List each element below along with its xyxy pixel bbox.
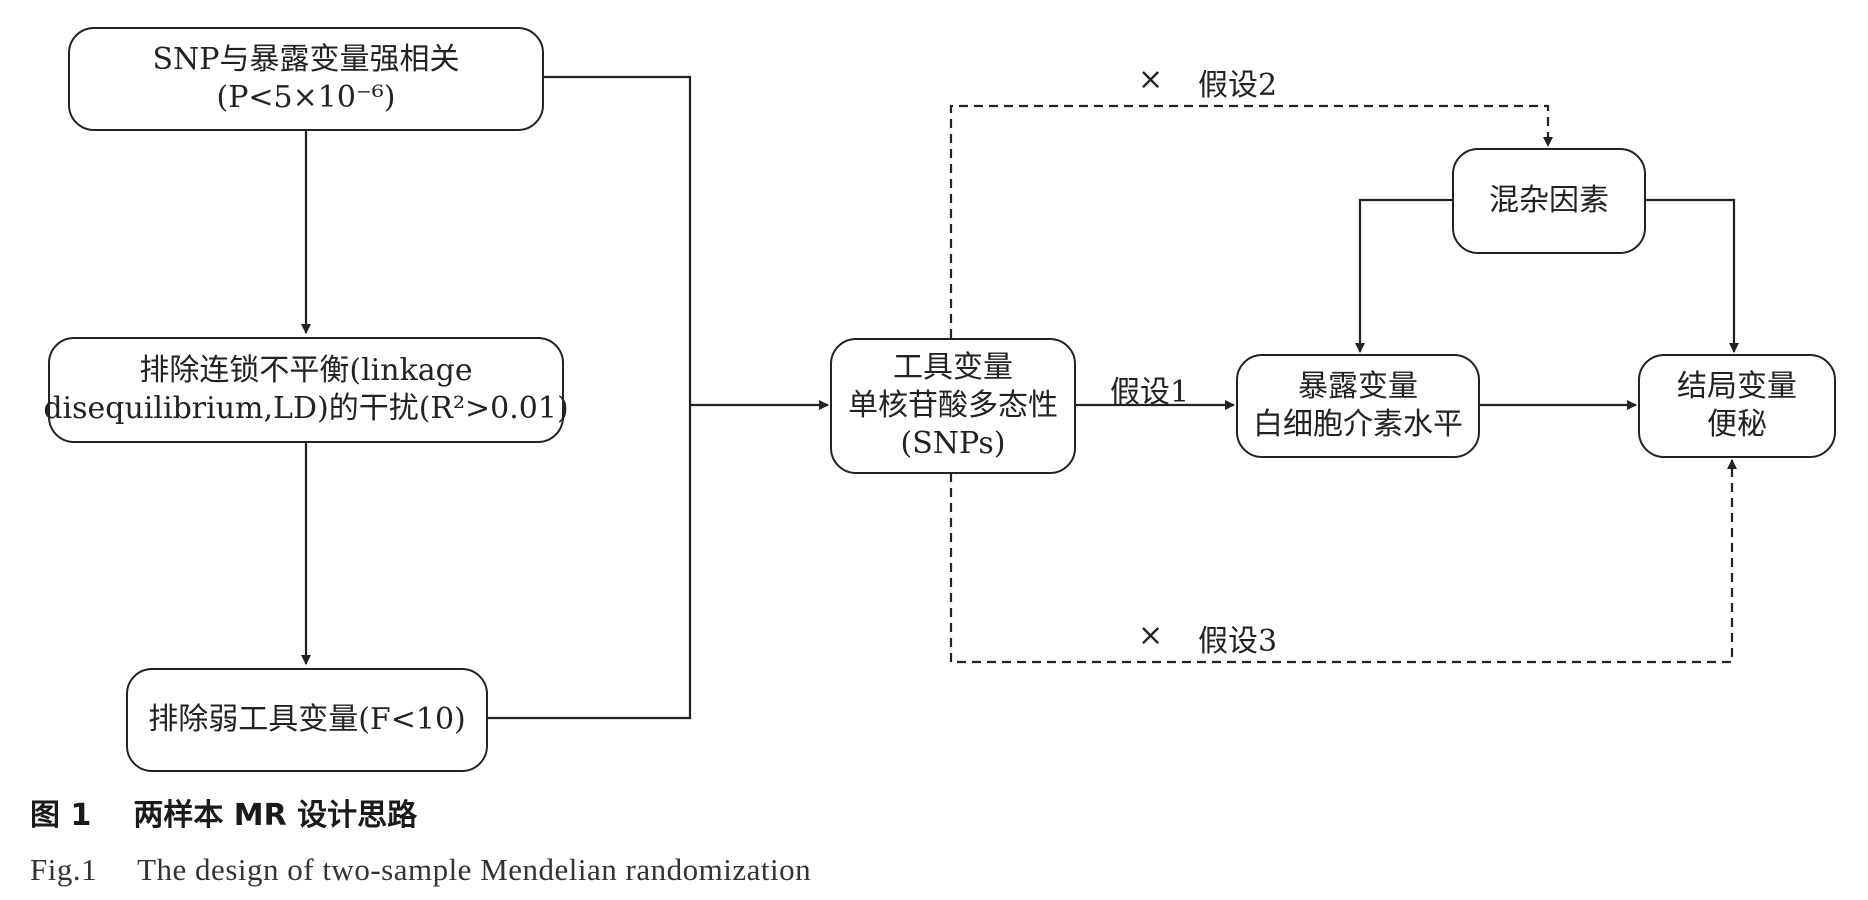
assumption2-label: 假设2 bbox=[1198, 68, 1278, 103]
box-exposure: 暴露变量 白细胞介素水平 bbox=[1236, 354, 1480, 458]
caption-cn-title: 两样本 MR 设计思路 bbox=[133, 798, 418, 833]
outcome-line1: 结局变量 bbox=[1677, 369, 1797, 404]
assumption3-cross-mark: × bbox=[1138, 618, 1164, 653]
caption-en-title: The design of two-sample Mendelian rando… bbox=[137, 852, 812, 887]
instrument-line3: (SNPs) bbox=[900, 426, 1006, 461]
exposure-line2: 白细胞介素水平 bbox=[1253, 407, 1463, 442]
caption-cn-number: 图 1 bbox=[30, 798, 92, 833]
arrow-confounders-to-outcome bbox=[1644, 198, 1739, 353]
assumption1-label: 假设1 bbox=[1110, 375, 1190, 410]
outcome-line2: 便秘 bbox=[1707, 407, 1767, 442]
dashed-arrow-instrument-to-outcome bbox=[949, 459, 1737, 664]
snp-strong-line1: SNP与暴露变量强相关 bbox=[152, 42, 460, 77]
snp-strong-line2: (P<5×10⁻⁶) bbox=[216, 80, 396, 115]
confounders-line1: 混杂因素 bbox=[1489, 183, 1609, 218]
box-confounders: 混杂因素 bbox=[1452, 148, 1646, 254]
exposure-line1: 暴露变量 bbox=[1298, 369, 1418, 404]
ld-exclusion-line2: disequilibrium,LD)的干扰(R²>0.01) bbox=[43, 391, 569, 426]
box-instrumental-variable: 工具变量 单核苷酸多态性 (SNPs) bbox=[830, 338, 1076, 474]
caption-english: Fig.1 The design of two-sample Mendelian … bbox=[30, 852, 811, 888]
caption-en-number: Fig.1 bbox=[30, 852, 98, 887]
caption-chinese: 图 1 两样本 MR 设计思路 bbox=[30, 790, 417, 834]
box-weak-iv-exclusion: 排除弱工具变量(F<10) bbox=[126, 668, 488, 772]
weak-iv-line1: 排除弱工具变量(F<10) bbox=[148, 702, 466, 737]
instrument-line2: 单核苷酸多态性 bbox=[848, 388, 1058, 423]
bracket-top-to-merge bbox=[487, 75, 692, 720]
assumption3-label: 假设3 bbox=[1198, 624, 1278, 659]
instrument-line1: 工具变量 bbox=[893, 350, 1013, 385]
dashed-arrow-instrument-to-confounders bbox=[949, 104, 1553, 338]
box-outcome: 结局变量 便秘 bbox=[1638, 354, 1836, 458]
box-snp-strong-association: SNP与暴露变量强相关 (P<5×10⁻⁶) bbox=[68, 27, 544, 131]
assumption2-cross-mark: × bbox=[1138, 62, 1164, 97]
ld-exclusion-line1: 排除连锁不平衡(linkage bbox=[139, 353, 473, 388]
box-ld-exclusion: 排除连锁不平衡(linkage disequilibrium,LD)的干扰(R²… bbox=[43, 337, 569, 443]
arrow-confounders-to-exposure bbox=[1355, 198, 1452, 353]
